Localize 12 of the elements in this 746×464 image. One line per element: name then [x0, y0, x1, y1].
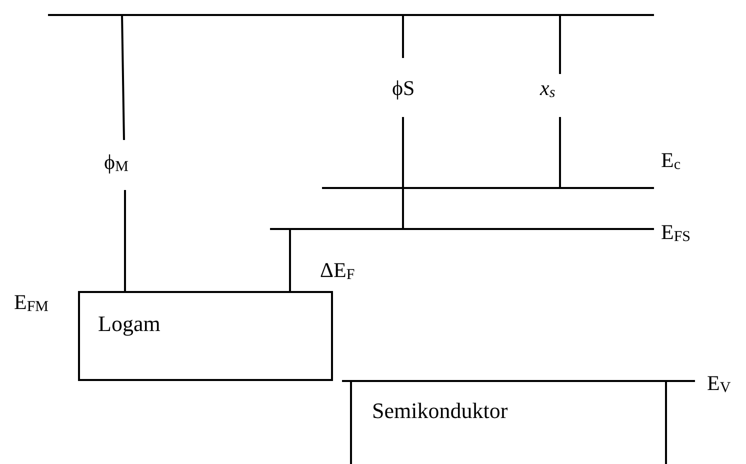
- symbol-label: x$_{s}$: [540, 78, 556, 99]
- level-label: E$_{V}$: [707, 373, 731, 394]
- level-label: E$_{FM}$: [14, 292, 49, 313]
- semiconductor-box: [350, 380, 667, 464]
- symbol-label: ϕS: [392, 78, 415, 99]
- level-label: E$_{c}$: [661, 150, 680, 171]
- box-label: Logam: [98, 311, 160, 337]
- level-label: ΔE$_{F}$: [320, 260, 355, 281]
- box-label: Semikonduktor: [372, 398, 508, 424]
- level-label: E$_{FS}$: [661, 222, 691, 243]
- symbol-label: ϕ$_{M}$: [104, 152, 128, 173]
- metal-box: [78, 291, 333, 381]
